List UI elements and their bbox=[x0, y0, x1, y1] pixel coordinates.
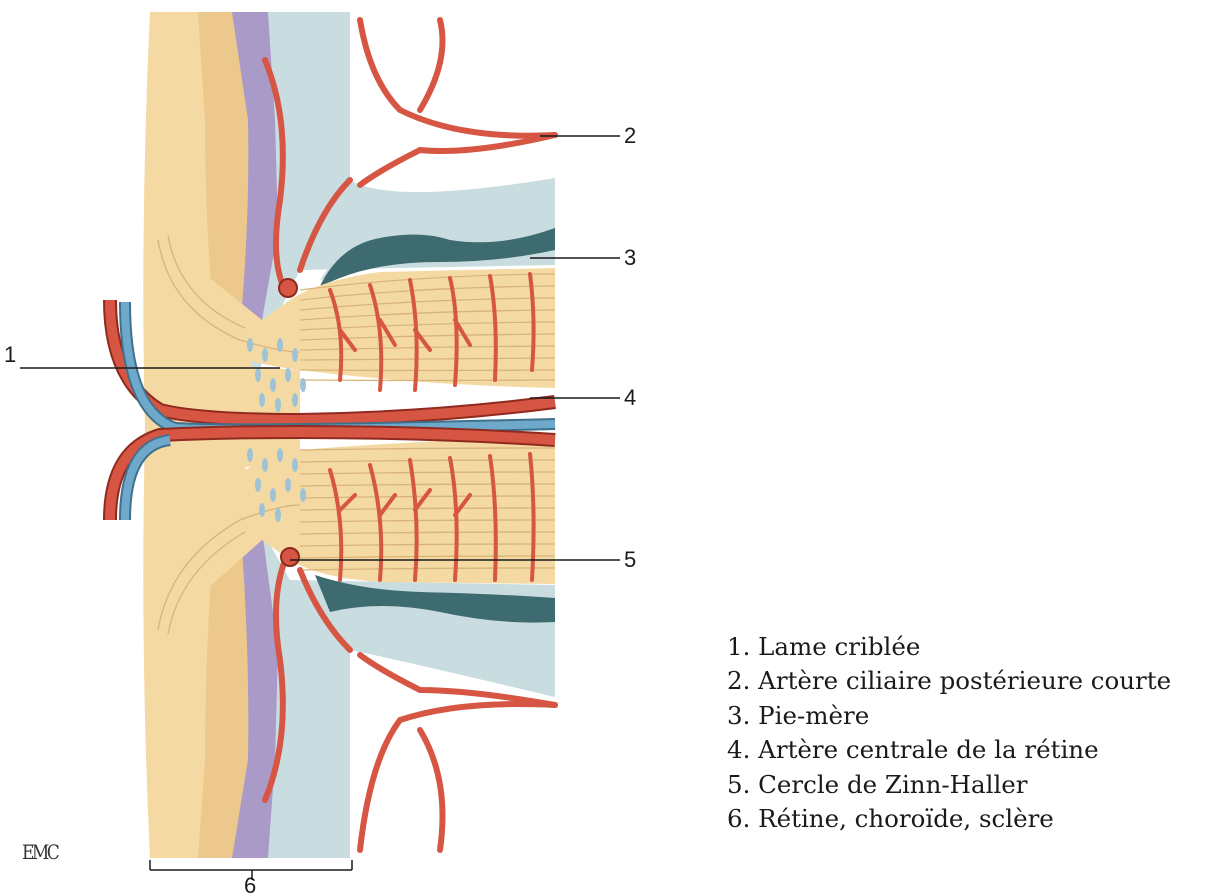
zinn-haller-node-upper bbox=[279, 279, 297, 297]
legend-item-5: 5. Cercle de Zinn-Haller bbox=[727, 768, 1171, 802]
legend: 1. Lame criblée 2. Artère ciliaire posté… bbox=[727, 630, 1171, 836]
callout-2: 2 bbox=[624, 123, 636, 148]
callout-5: 5 bbox=[624, 547, 636, 572]
legend-item-3: 3. Pie-mère bbox=[727, 699, 1171, 733]
callout-4: 4 bbox=[624, 385, 636, 410]
zinn-haller-node-lower bbox=[281, 548, 299, 566]
callout-3: 3 bbox=[624, 245, 636, 270]
emc-logo: EMC bbox=[22, 840, 57, 864]
callout-1: 1 bbox=[4, 342, 16, 367]
legend-item-4: 4. Artère centrale de la rétine bbox=[727, 733, 1171, 767]
legend-item-6: 6. Rétine, choroïde, sclère bbox=[727, 802, 1171, 836]
legend-item-2: 2. Artère ciliaire postérieure courte bbox=[727, 664, 1171, 698]
legend-item-1: 1. Lame criblée bbox=[727, 630, 1171, 664]
callout-6: 6 bbox=[244, 873, 256, 895]
